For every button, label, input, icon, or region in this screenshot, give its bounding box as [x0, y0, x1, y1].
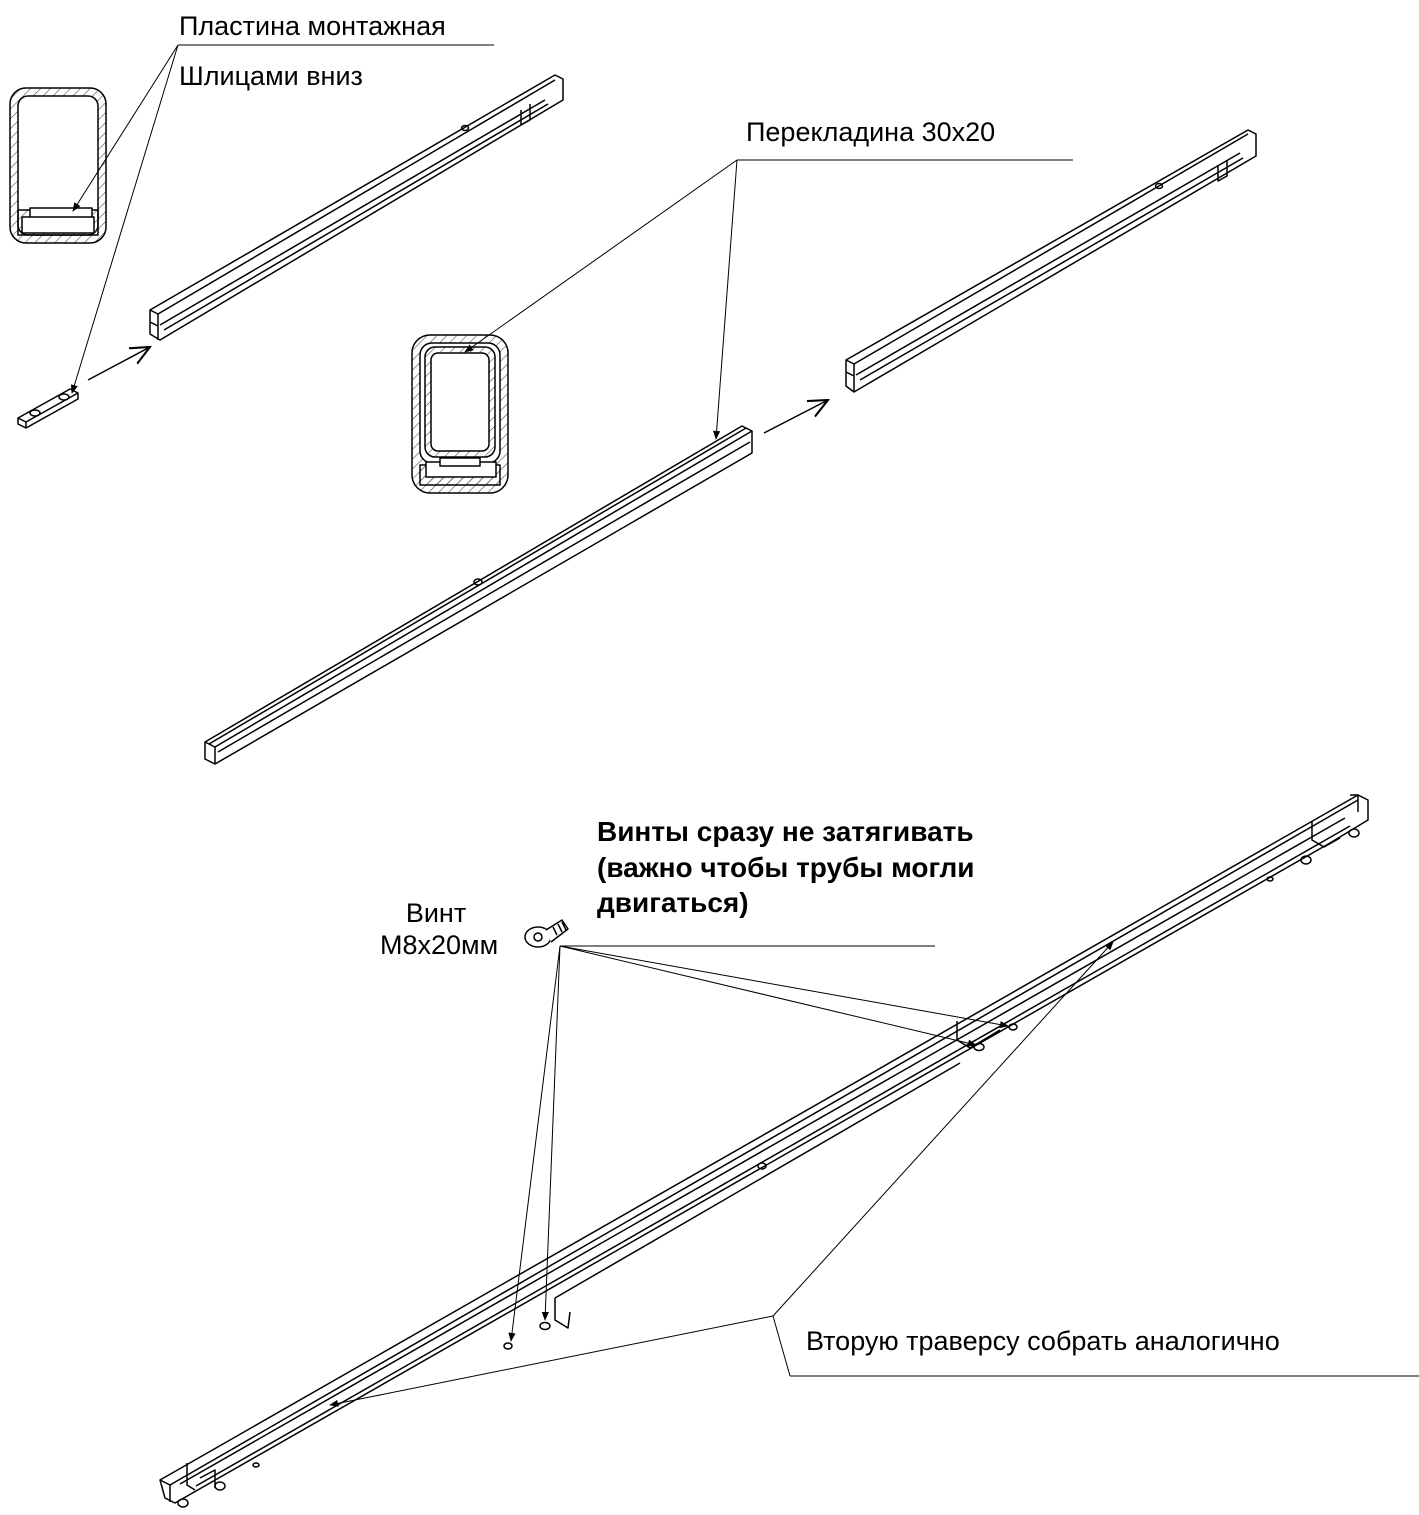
- leader-lines: [70, 44, 1419, 1407]
- crossbar-tube: [204, 425, 753, 765]
- crossbar-label: Перекладина 30х20: [746, 117, 996, 147]
- crossbar-section: [411, 334, 509, 494]
- assembly-arrow-plate: [87, 347, 150, 381]
- profile-section-with-plate: [9, 87, 107, 244]
- screw-label-line-2: М8х20мм: [380, 930, 499, 961]
- plate-note-label: Шлицами вниз: [179, 61, 363, 91]
- screw-label-line-1: Винт: [405, 898, 467, 928]
- assembly-arrow-crossbar: [763, 400, 828, 434]
- plate-title-label: Пластина монтажная: [179, 11, 446, 41]
- assembled-traverse: [159, 794, 1369, 1508]
- upper-profile-left: [149, 74, 564, 341]
- screw-m8-icon: [524, 919, 569, 948]
- upper-profile-right: [845, 129, 1257, 393]
- mounting-plate-part: [17, 388, 79, 429]
- warning-line-1: Винты сразу не затягивать: [597, 816, 974, 847]
- screw-label: Винт М8х20мм: [380, 897, 499, 962]
- warning-line-2: (важно чтобы трубы могли: [597, 851, 975, 883]
- warning-note: Винты сразу не затягивать (важно чтобы т…: [597, 814, 975, 921]
- warning-line-3: двигаться): [597, 887, 749, 919]
- second-traverse-label: Вторую траверсу собрать аналогично: [806, 1326, 1280, 1356]
